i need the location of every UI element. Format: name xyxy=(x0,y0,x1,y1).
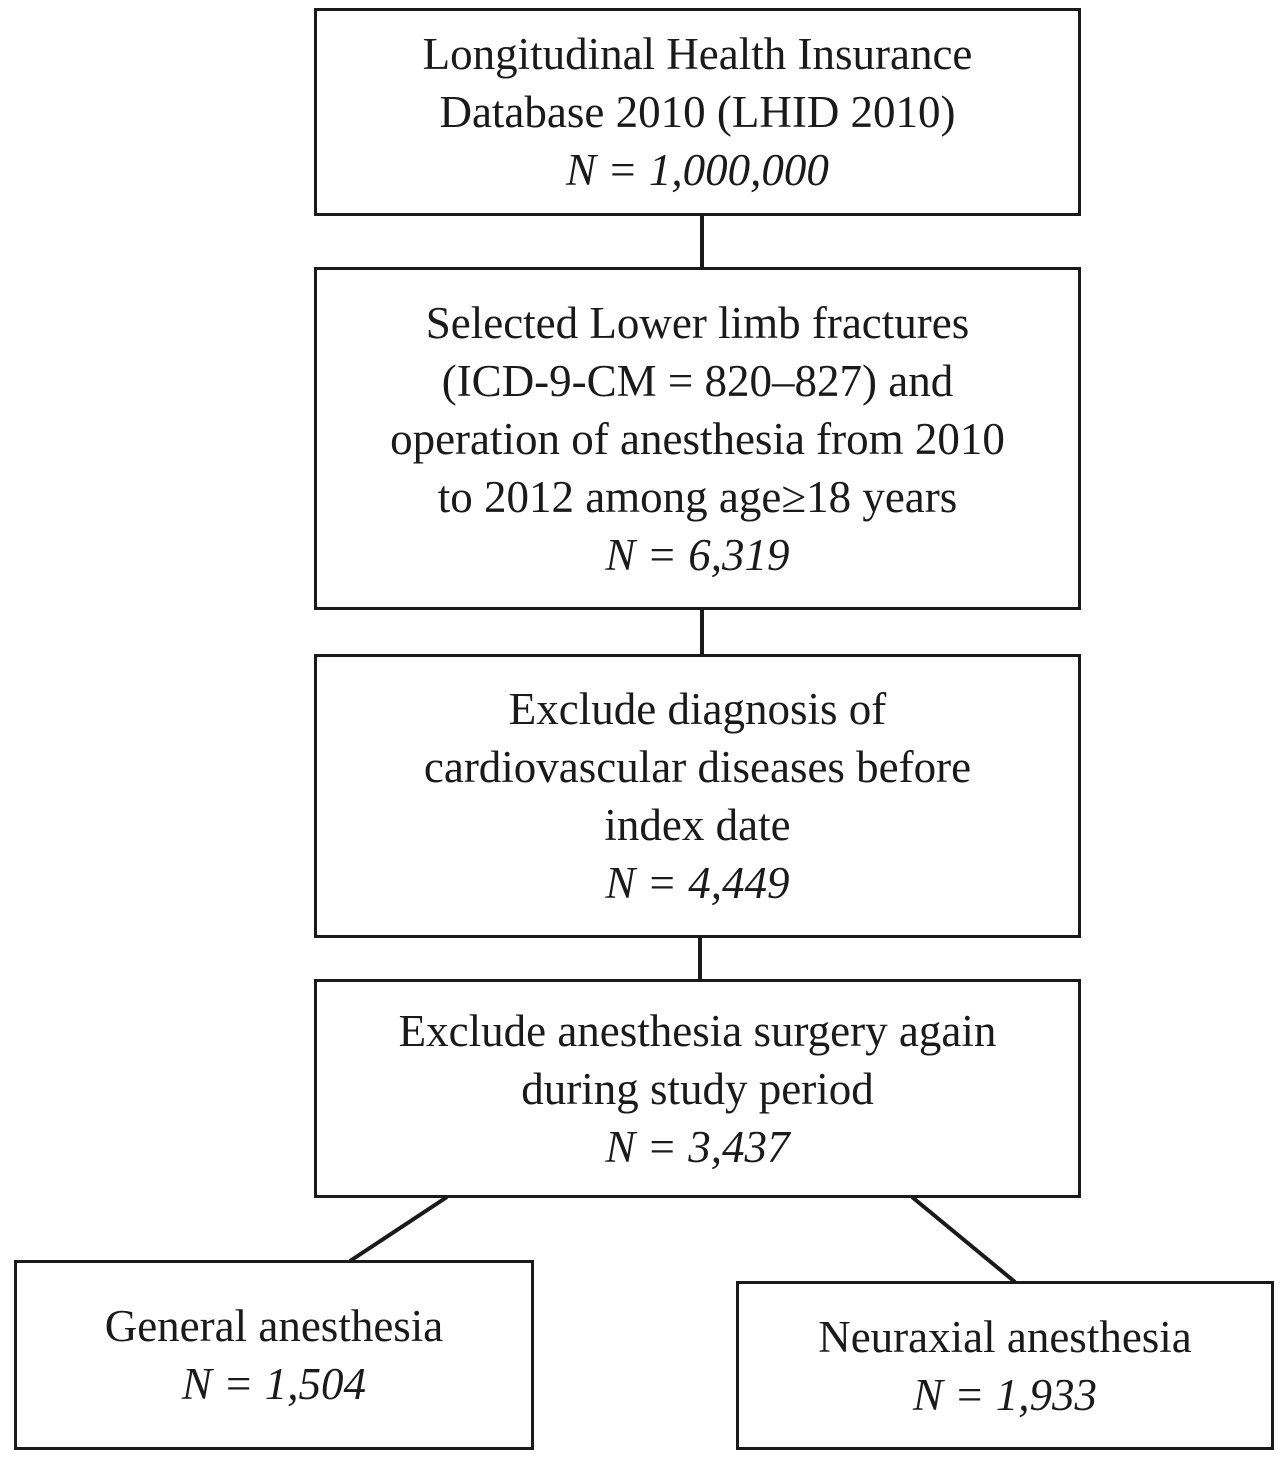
neuraxial-anesthesia-count: N = 1,933 xyxy=(912,1369,1098,1420)
source-line-2: Database 2010 (LHID 2010) xyxy=(439,87,956,137)
exclude-surgery-count: N = 3,437 xyxy=(605,1121,790,1172)
neuraxial-anesthesia-box: Neuraxial anesthesia N = 1,933 xyxy=(736,1281,1274,1450)
selected-line-1: Selected Lower limb fractures xyxy=(425,297,970,348)
general-anesthesia-box: General anesthesia N = 1,504 xyxy=(14,1260,534,1450)
neuraxial-anesthesia-label: Neuraxial anesthesia xyxy=(818,1311,1192,1362)
selected-line-2: (ICD-9-CM = 820–827) and xyxy=(441,355,954,406)
connector-to-general xyxy=(348,1195,449,1263)
source-count: N = 1,000,000 xyxy=(566,145,829,195)
source-line-1: Longitudinal Health Insurance xyxy=(422,29,973,79)
selected-line-3: operation of anesthesia from 2010 xyxy=(390,413,1005,464)
exclude-surgery-box: Exclude anesthesia surgery again during … xyxy=(314,979,1081,1198)
source-database-box: Longitudinal Health Insurance Database 2… xyxy=(314,8,1081,216)
exclude-cvd-box: Exclude diagnosis of cardiovascular dise… xyxy=(314,654,1081,938)
exclude-surgery-line-2: during study period xyxy=(521,1063,874,1114)
exclude-cvd-line-2: cardiovascular diseases before xyxy=(423,742,972,792)
exclude-cvd-count: N = 4,449 xyxy=(605,858,790,908)
general-anesthesia-label: General anesthesia xyxy=(104,1301,444,1351)
selected-fractures-box: Selected Lower limb fractures (ICD-9-CM … xyxy=(314,267,1081,610)
connector-to-neuraxial xyxy=(910,1195,1017,1284)
exclude-cvd-line-3: index date xyxy=(604,800,791,850)
selected-line-4: to 2012 among age≥18 years xyxy=(437,471,958,522)
exclude-surgery-line-1: Exclude anesthesia surgery again xyxy=(398,1005,997,1056)
selected-count: N = 6,319 xyxy=(605,529,790,580)
general-anesthesia-count: N = 1,504 xyxy=(181,1359,367,1409)
exclude-cvd-line-1: Exclude diagnosis of xyxy=(508,684,887,734)
